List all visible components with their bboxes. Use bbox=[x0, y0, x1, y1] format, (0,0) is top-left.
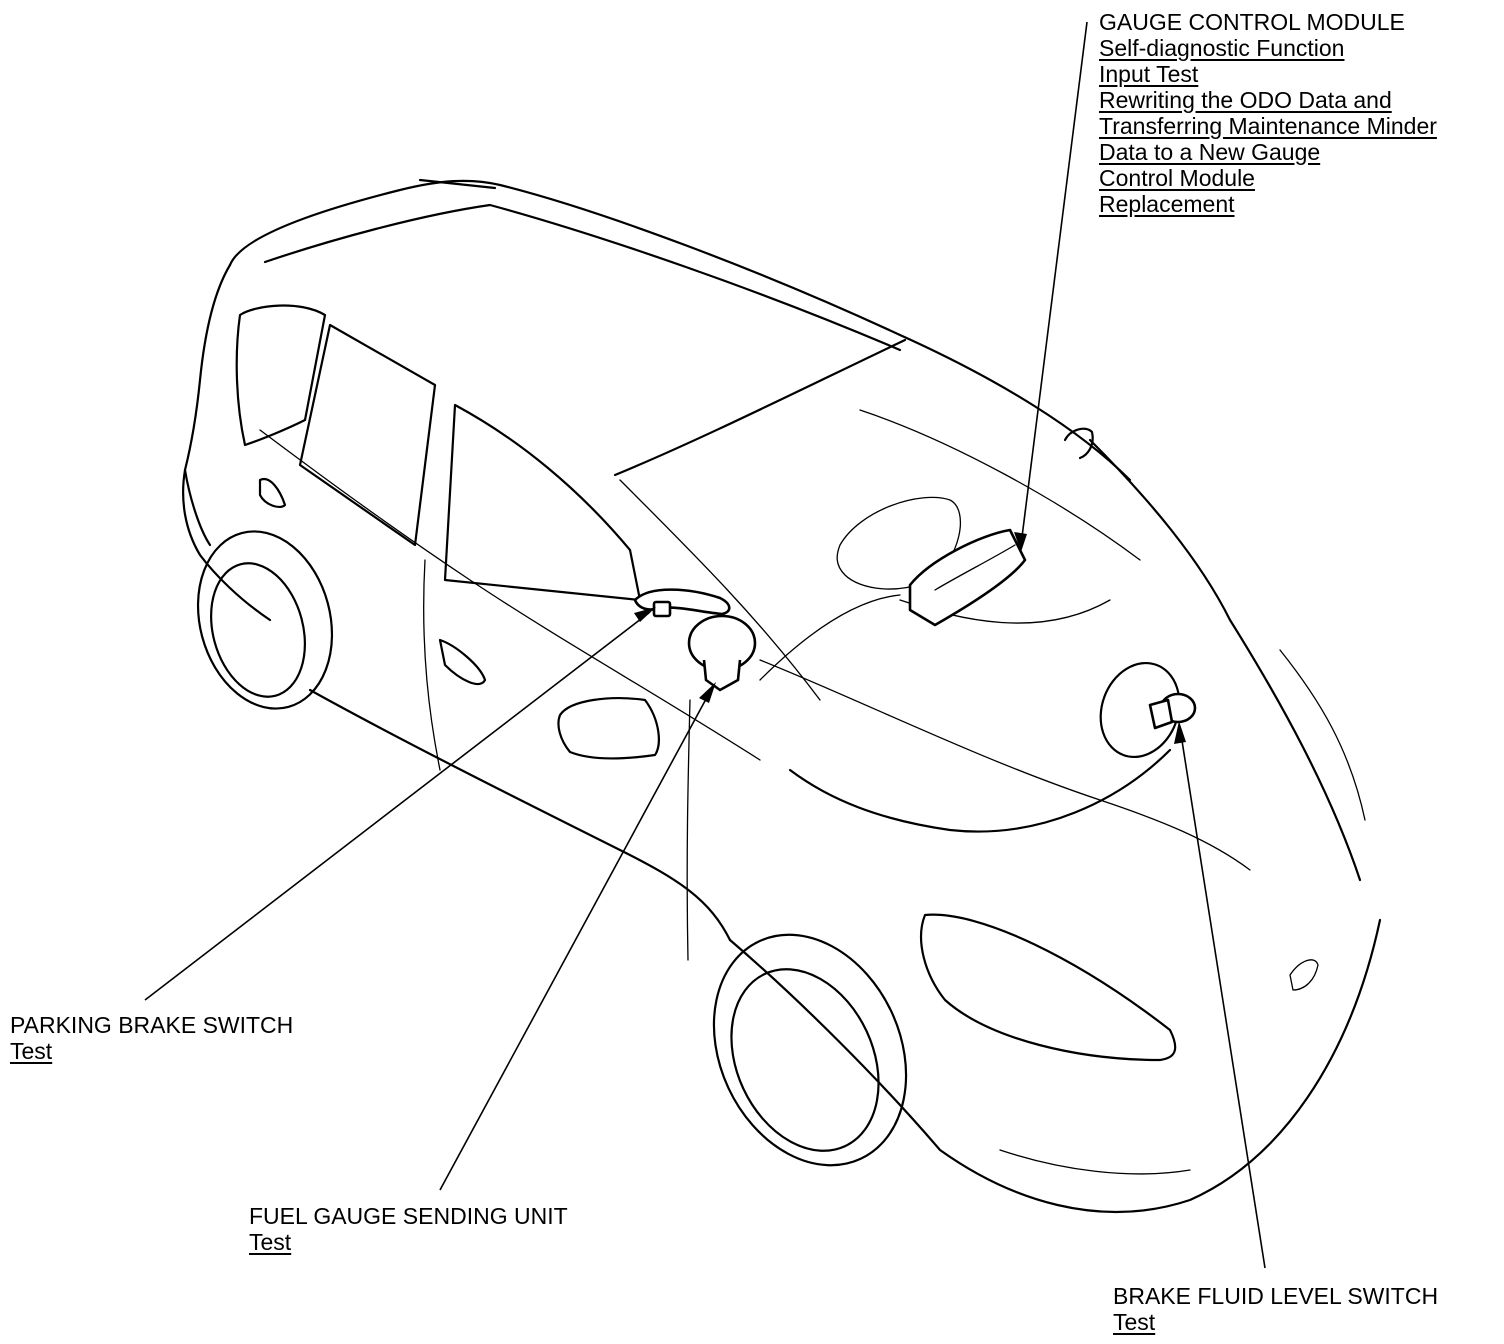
gauge-control-module-part bbox=[908, 528, 1027, 627]
replacement-link[interactable]: Replacement bbox=[1099, 191, 1235, 217]
gauge-control-module-body bbox=[908, 528, 1027, 627]
fuel-gauge-sending-unit-label: FUEL GAUGE SENDING UNIT bbox=[249, 1203, 568, 1229]
input-test-link[interactable]: Input Test bbox=[1099, 61, 1199, 87]
fog-light bbox=[1289, 959, 1319, 991]
leader-fuel-gauge-sending-unit bbox=[439, 687, 713, 1191]
side-window-1 bbox=[298, 323, 437, 547]
parking-brake-switch-box bbox=[652, 600, 672, 618]
roof-outline bbox=[228, 179, 1132, 482]
arrow-fuel-gauge-sending-unit bbox=[699, 682, 716, 703]
gauge-control-module-callout: GAUGE CONTROL MODULE Self-diagnostic Fun… bbox=[1099, 9, 1437, 217]
rear-wheel bbox=[210, 562, 306, 698]
rear-bumper bbox=[182, 468, 272, 622]
brake-fluid-level-switch-callout: BRAKE FLUID LEVEL SWITCH Test bbox=[1113, 1283, 1438, 1335]
leader-brake-fluid-level-switch bbox=[1179, 727, 1266, 1269]
front-bumper bbox=[728, 918, 1382, 1214]
parking-brake-switch-test-link[interactable]: Test bbox=[10, 1038, 53, 1064]
dashboard-line bbox=[759, 594, 901, 681]
hood-outline bbox=[1088, 438, 1362, 882]
hood-front-edge bbox=[788, 748, 1172, 833]
brake-fluid-switch-connector bbox=[1148, 698, 1174, 730]
front-wheel bbox=[730, 968, 880, 1152]
grille bbox=[999, 1149, 1191, 1175]
fuel-sending-unit-body bbox=[702, 659, 742, 692]
headlight bbox=[920, 913, 1177, 1062]
rewriting-odo-data-link-line4[interactable]: Control Module bbox=[1099, 165, 1255, 191]
arrow-parking-brake-switch bbox=[634, 607, 656, 622]
front-corner bbox=[1279, 649, 1366, 821]
parking-brake-switch-label: PARKING BRAKE SWITCH bbox=[10, 1012, 294, 1038]
door-line bbox=[423, 559, 441, 771]
fuel-gauge-sending-unit-test-link[interactable]: Test bbox=[249, 1229, 292, 1255]
windshield-lower bbox=[619, 479, 821, 701]
roof-spoiler bbox=[418, 178, 497, 190]
hood-crease bbox=[859, 409, 1141, 561]
body-side-lower bbox=[308, 688, 732, 942]
front-door-handle bbox=[438, 638, 487, 686]
leader-parking-brake-switch bbox=[144, 611, 651, 1001]
roof-inner-line bbox=[263, 203, 902, 352]
rewriting-odo-data-link-line1[interactable]: Rewriting the ODO Data and bbox=[1099, 87, 1392, 113]
brake-fluid-level-switch-part bbox=[1099, 661, 1197, 759]
parking-brake-switch-callout: PARKING BRAKE SWITCH Test bbox=[10, 1012, 293, 1064]
body-side-middle bbox=[259, 429, 761, 761]
front-wheel-arch bbox=[712, 933, 908, 1167]
brake-fluid-level-switch-test-link[interactable]: Test bbox=[1113, 1309, 1156, 1335]
rewriting-odo-data-link-line3[interactable]: Data to a New Gauge bbox=[1099, 139, 1321, 165]
leader-gauge-control-module bbox=[1020, 21, 1088, 546]
antenna bbox=[1063, 427, 1094, 460]
fuel-gauge-sending-unit-part bbox=[687, 614, 757, 692]
rewriting-odo-data-link-line2[interactable]: Transferring Maintenance Minder bbox=[1099, 113, 1437, 139]
rear-wheel-arch bbox=[196, 530, 334, 710]
gauge-control-module-label: GAUGE CONTROL MODULE bbox=[1099, 9, 1405, 35]
leader-lines bbox=[144, 21, 1266, 1269]
gauge-control-module-face bbox=[934, 544, 1016, 591]
arrow-brake-fluid-level-switch bbox=[1174, 721, 1186, 744]
door-line-2 bbox=[686, 699, 691, 961]
hood-center bbox=[759, 659, 1251, 871]
self-diagnostic-function-link[interactable]: Self-diagnostic Function bbox=[1099, 35, 1345, 61]
rear-hatch bbox=[183, 263, 232, 547]
arrow-gauge-control-module bbox=[1014, 532, 1027, 552]
rear-window bbox=[235, 304, 327, 447]
side-window-2 bbox=[443, 403, 642, 602]
rear-door-handle bbox=[258, 477, 287, 509]
windshield-line bbox=[613, 338, 907, 477]
brake-fluid-level-switch-label: BRAKE FLUID LEVEL SWITCH bbox=[1113, 1283, 1439, 1309]
fuel-gauge-sending-unit-callout: FUEL GAUGE SENDING UNIT Test bbox=[249, 1203, 568, 1255]
car-body-outline bbox=[182, 178, 1382, 1214]
side-mirror bbox=[557, 697, 660, 760]
